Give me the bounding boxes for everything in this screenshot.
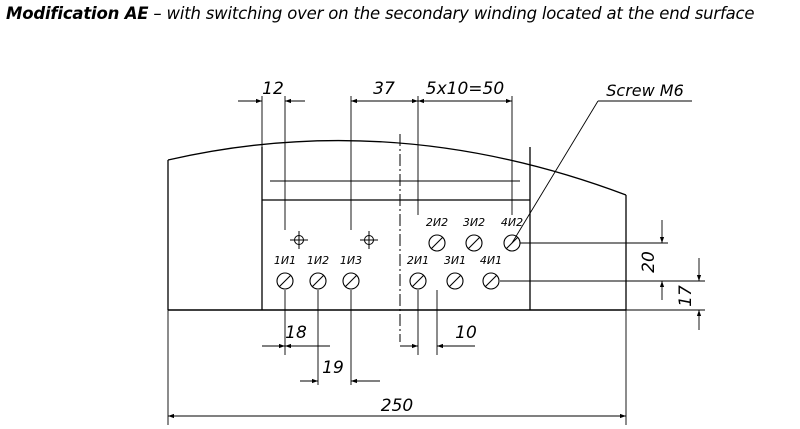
terminal-1i2: 1И2 (307, 254, 329, 290)
dim-10: 10 (455, 323, 477, 343)
terminal-1i1: 1И1 (274, 254, 296, 290)
dim-20: 20 (639, 251, 659, 273)
terminal-label: 3И1 (444, 254, 466, 267)
dimension-lines (168, 98, 702, 419)
mounting-hole-right (360, 231, 378, 249)
dim-18: 18 (285, 323, 307, 343)
dim-19: 19 (322, 358, 344, 378)
terminal-label: 4И2 (501, 216, 523, 229)
dim-12: 12 (262, 79, 284, 99)
page-title: Modification AE – with switching over on… (6, 4, 755, 23)
dim-17: 17 (676, 285, 696, 307)
extension-lines (167, 96, 705, 425)
terminal-3i2: 3И2 (463, 216, 485, 252)
dim-37: 37 (373, 79, 395, 99)
dim-5x10: 5x10=50 (426, 79, 504, 99)
terminal-1i3: 1И3 (340, 254, 362, 290)
terminal-panel (261, 147, 531, 310)
terminal-2i2: 2И2 (426, 216, 448, 252)
terminal-4i2: 4И2 (501, 216, 523, 252)
terminal-label: 1И2 (307, 254, 329, 267)
terminal-label: 4И1 (480, 254, 502, 267)
terminal-label: 1И1 (274, 254, 296, 267)
terminal-label: 2И2 (426, 216, 448, 229)
housing-outline (167, 139, 627, 311)
terminal-2i1: 2И1 (407, 254, 429, 290)
terminal-label: 3И2 (463, 216, 485, 229)
terminal-3i1: 3И1 (444, 254, 466, 290)
screw-label: Screw M6 (606, 81, 684, 100)
title-description: – with switching over on the secondary w… (148, 4, 755, 23)
screw-callout: Screw M6 (511, 81, 692, 244)
mounting-hole-left (290, 231, 308, 249)
terminal-label: 1И3 (340, 254, 362, 267)
dim-250: 250 (381, 396, 413, 416)
title-model: Modification AE (6, 4, 149, 23)
terminal-label: 2И1 (407, 254, 429, 267)
terminal-4i1: 4И1 (480, 254, 502, 290)
